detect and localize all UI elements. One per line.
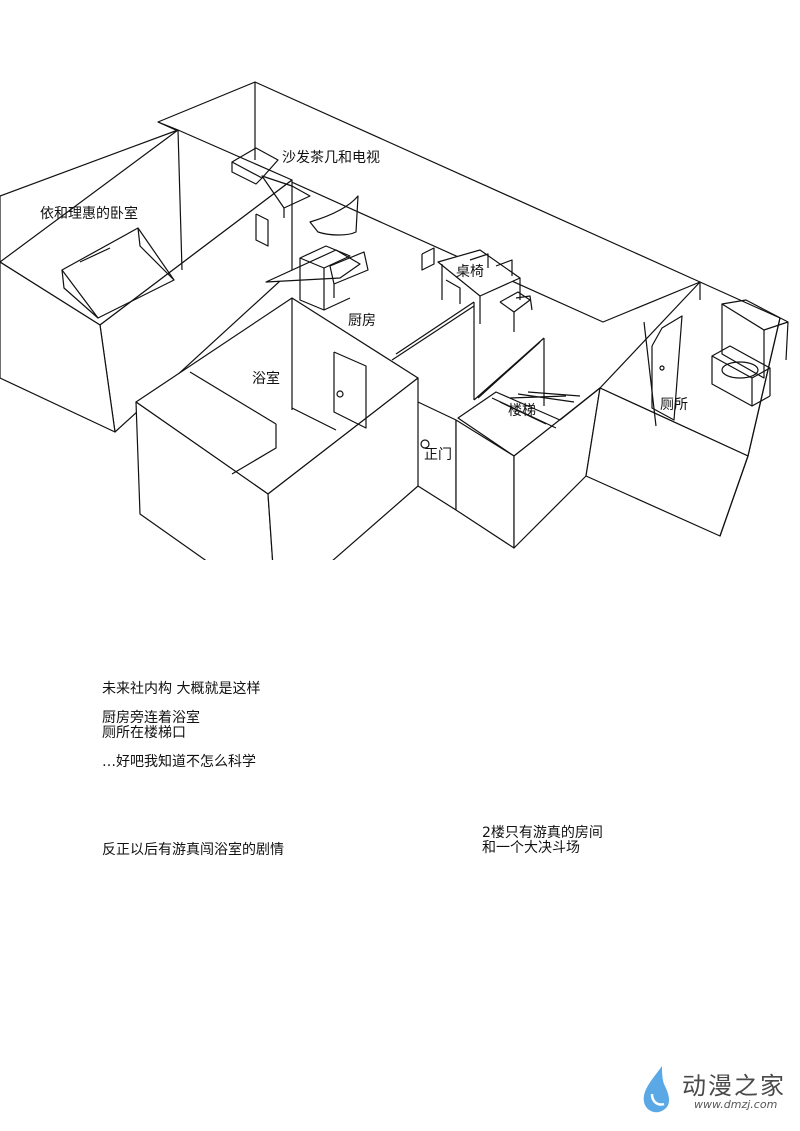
bedroom-block: [0, 129, 293, 433]
label-dining-table: 桌椅: [456, 264, 484, 280]
droplet-logo-icon: [643, 1066, 670, 1113]
note-line: …好吧我知道不怎么科学: [102, 754, 256, 770]
note-line: 和一个大决斗场: [482, 840, 580, 856]
stairs-block: [455, 338, 601, 549]
watermark-url: www.dmzj.com: [694, 1098, 778, 1111]
label-bathroom: 浴室: [252, 371, 280, 387]
watermark: 动漫之家 www.dmzj.com: [638, 1064, 788, 1120]
label-stairs: 楼梯: [508, 403, 536, 419]
label-toilet: 厕所: [660, 397, 688, 413]
label-sofa-area: 沙发茶几和电视: [282, 150, 380, 166]
watermark-title: 动漫之家: [682, 1072, 786, 1100]
kitchen-bathroom-block: [135, 245, 419, 560]
floorplan-diagram: [0, 81, 789, 560]
label-kitchen: 厨房: [348, 313, 376, 329]
note-bottom-left: 反正以后有游真闯浴室的剧情: [102, 842, 284, 858]
toilet-block: [585, 281, 789, 537]
note-line: 厨房旁连着浴室: [102, 710, 200, 726]
note-line: 未来社内构 大概就是这样: [102, 681, 261, 697]
label-front-door: 正门: [424, 447, 452, 463]
note-line: 厕所在楼梯口: [102, 725, 186, 741]
sofa-furniture: [231, 147, 359, 236]
notes-right-block: 2楼只有游真的房间 和一个大决斗场: [482, 826, 603, 856]
note-line: 2楼只有游真的房间: [482, 825, 603, 841]
dining-furniture: [421, 247, 533, 332]
label-bedroom: 依和理惠的卧室: [40, 206, 138, 222]
notes-left-block: 未来社内构 大概就是这样 厨房旁连着浴室 厕所在楼梯口 …好吧我知道不怎么科学: [102, 682, 260, 770]
